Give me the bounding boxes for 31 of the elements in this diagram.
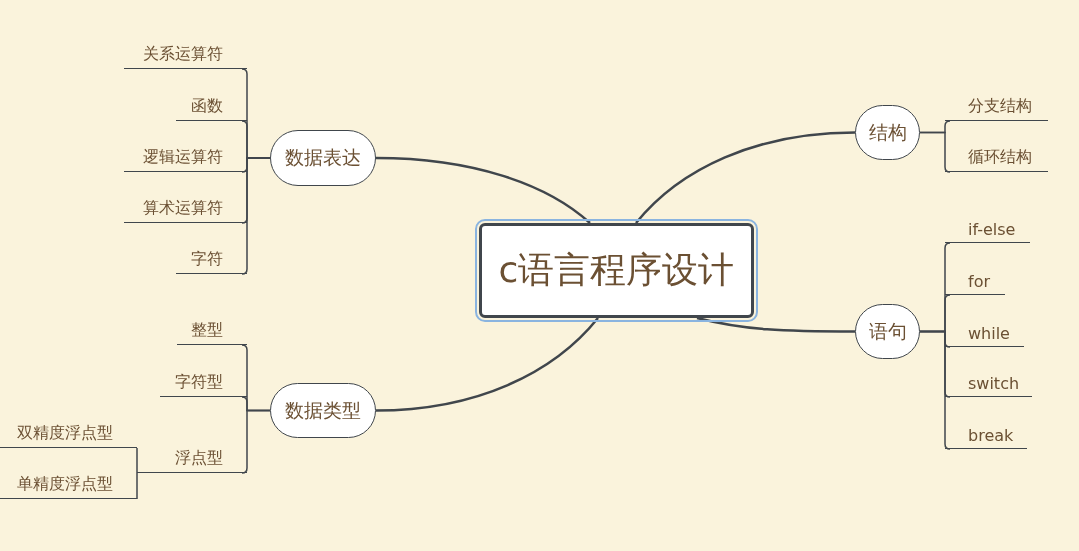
branch-connector [136,447,138,474]
topic-bubble: 数据表达 [270,130,376,186]
subtopic-label: 字符型 [160,369,247,397]
subtopic-label: 整型 [177,317,247,345]
subtopic-label: 算术运算符 [124,195,247,223]
subtopic-label: while [945,319,1024,347]
curved-connector [375,156,591,224]
subtopic-label: switch [945,369,1032,397]
branch-connector [919,330,951,450]
subtopic-label: 双精度浮点型 [0,420,137,448]
subtopic-label: break [945,421,1027,449]
branch-connector [919,131,951,173]
subtopic-label: for [945,267,1005,295]
subtopic-label: 函数 [176,93,247,121]
topic-bubble: 数据类型 [270,383,376,438]
topic-bubble: 语句 [855,304,920,359]
subtopic-label: 单精度浮点型 [0,471,137,499]
subtopic-label: if-else [945,215,1030,243]
branch-connector [241,409,271,474]
subtopic-label: 分支结构 [945,93,1048,121]
subtopic-label: 逻辑运算符 [124,144,247,172]
curved-connector [696,316,855,333]
subtopic-label: 浮点型 [137,445,247,473]
subtopic-label: 字符 [176,246,247,274]
subtopic-label: 循环结构 [945,144,1048,172]
branch-connector [136,472,138,500]
curved-connector [375,317,599,412]
subtopic-label: 关系运算符 [124,41,247,69]
branch-connector [241,157,271,275]
curved-connector [635,131,856,224]
topic-bubble: 结构 [855,105,920,160]
